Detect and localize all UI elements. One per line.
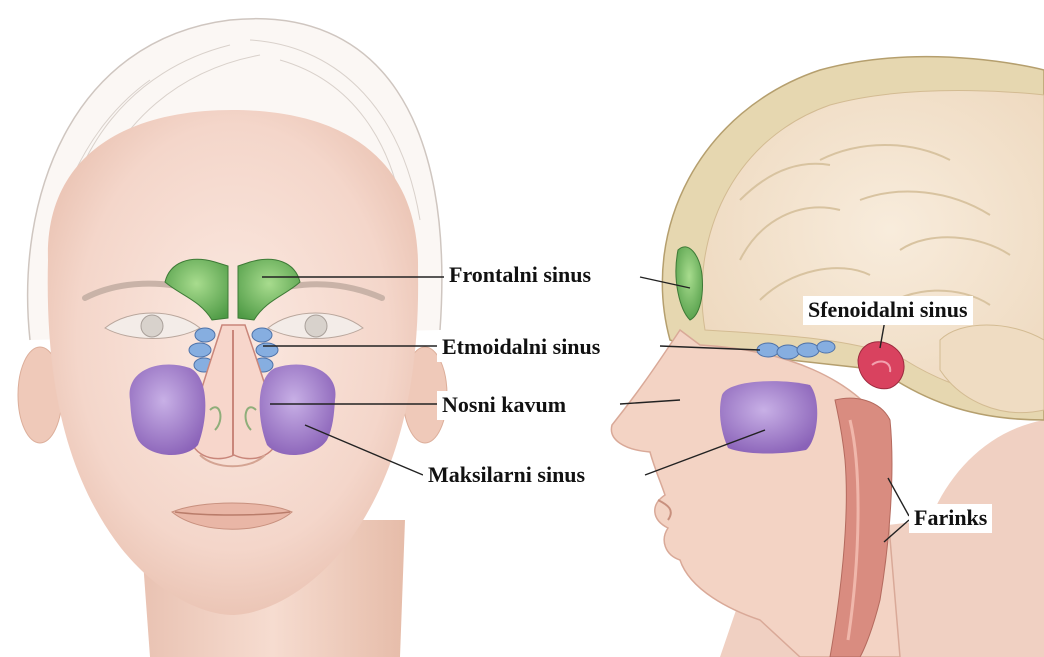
label-pharynx: Farinks — [909, 504, 992, 533]
label-sphenoid-sinus: Sfenoidalni sinus — [803, 296, 973, 325]
label-maxillary-sinus: Maksilarni sinus — [423, 461, 590, 490]
sagittal-view-head — [611, 57, 1044, 657]
maxillary-sinus-front-right — [260, 365, 336, 455]
label-frontal-sinus: Frontalni sinus — [444, 261, 596, 290]
maxillary-sinus-front-left — [130, 365, 206, 455]
label-ethmoid-sinus: Etmoidalni sinus — [437, 333, 605, 362]
front-view-head — [18, 19, 447, 657]
label-nasal-cavity: Nosni kavum — [437, 391, 571, 420]
maxillary-sinus-side — [720, 381, 817, 453]
